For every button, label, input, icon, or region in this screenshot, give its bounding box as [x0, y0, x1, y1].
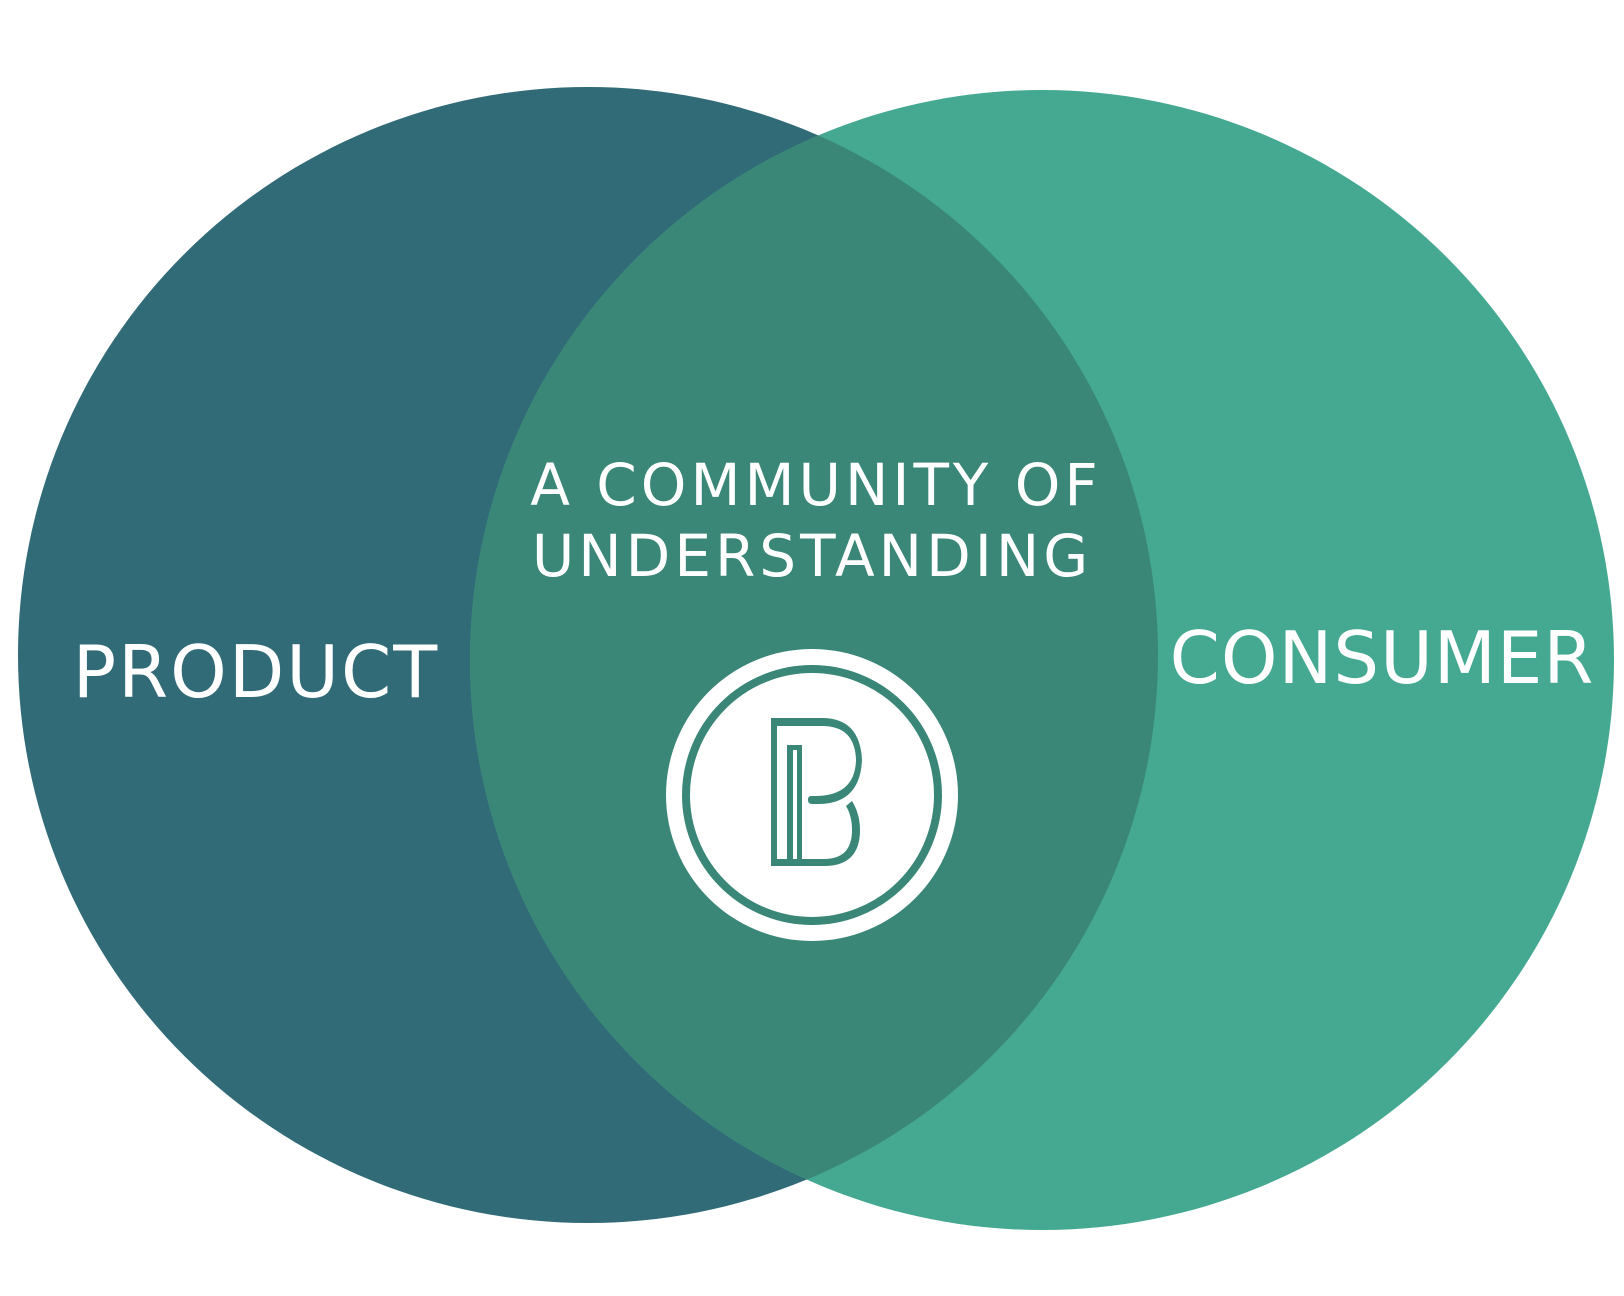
- b-monogram-logo-icon: [666, 649, 958, 941]
- product-label: PRODUCT: [73, 630, 440, 714]
- intersection-region: [470, 90, 1158, 1223]
- intersection-label-line1: A COMMUNITY OF: [530, 451, 1102, 519]
- consumer-label: CONSUMER: [1170, 616, 1595, 700]
- intersection-label-line2: UNDERSTANDING: [532, 522, 1092, 590]
